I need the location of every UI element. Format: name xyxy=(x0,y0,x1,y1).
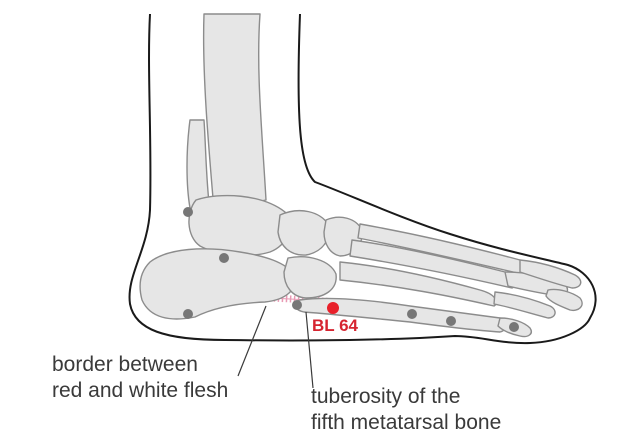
tuberosity-label-line2: fifth metatarsal bone xyxy=(311,411,502,434)
toe-bone xyxy=(519,259,582,289)
foot-reference-dot xyxy=(446,316,456,326)
cuboid-bone xyxy=(283,256,337,299)
foot-outline xyxy=(128,13,597,345)
bl64-acupoint xyxy=(327,302,339,314)
navicular-bone xyxy=(277,210,330,256)
border-label-line1: border between xyxy=(52,353,198,376)
tuberosity-reference-dot xyxy=(292,300,302,310)
ankle-reference-dot xyxy=(219,253,229,263)
talus-bone xyxy=(188,194,291,257)
toe-reference-dot xyxy=(509,322,519,332)
tuberosity-leader-line xyxy=(305,311,314,389)
tuberosity-label-line1: tuberosity of the xyxy=(311,385,461,408)
skeleton xyxy=(139,13,583,338)
ankle-reference-dot xyxy=(183,207,193,217)
tibia-bone xyxy=(202,13,267,211)
border-label-line2: red and white flesh xyxy=(52,379,229,402)
toe-bone xyxy=(545,288,583,312)
calcaneus-bone xyxy=(139,248,297,320)
heel-reference-dot xyxy=(183,309,193,319)
bl64-label: BL 64 xyxy=(312,316,358,335)
toe-bone xyxy=(493,291,556,319)
border-leader-line xyxy=(237,305,267,377)
foot-reference-dot xyxy=(407,309,417,319)
